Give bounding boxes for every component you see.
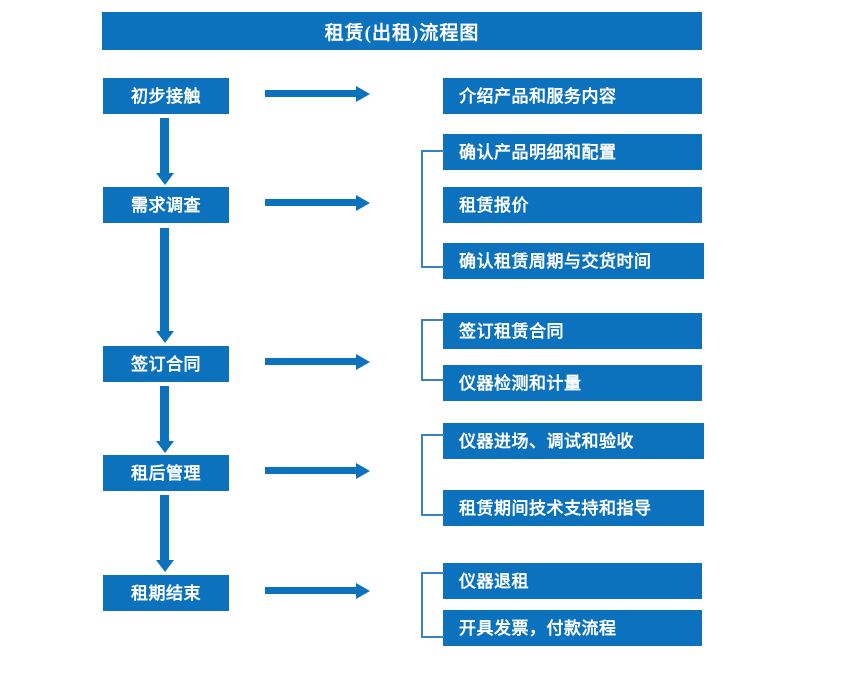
arrow-head-icon <box>155 441 174 453</box>
stage-box-3[interactable]: 签订合同 <box>103 346 229 382</box>
arrow-head-icon <box>356 353 370 370</box>
arrow-head-icon <box>356 85 370 102</box>
arrow-head-icon <box>356 194 370 211</box>
horizontal-arrow-icon-4 <box>265 462 370 479</box>
horizontal-arrow-icon-2 <box>265 194 370 211</box>
vertical-arrow-icon-2 <box>155 228 174 343</box>
arrow-head-icon <box>155 331 174 343</box>
vertical-arrow-icon-4 <box>155 495 174 572</box>
detail-box-2[interactable]: 确认产品明细和配置 <box>443 134 702 170</box>
stage-box-1[interactable]: 初步接触 <box>103 78 229 114</box>
stage-box-2[interactable]: 需求调查 <box>103 187 229 223</box>
stage-box-4[interactable]: 租后管理 <box>103 455 229 491</box>
detail-box-9[interactable]: 仪器退租 <box>443 563 702 599</box>
arrow-head-icon <box>356 462 370 479</box>
horizontal-arrow-icon-3 <box>265 353 370 370</box>
group-bracket-1 <box>421 150 444 268</box>
arrow-head-icon <box>155 560 174 572</box>
horizontal-arrow-icon-5 <box>265 582 370 599</box>
detail-box-5[interactable]: 签订租赁合同 <box>443 313 702 349</box>
detail-box-10[interactable]: 开具发票，付款流程 <box>443 610 702 646</box>
detail-box-7[interactable]: 仪器进场、调试和验收 <box>443 423 704 459</box>
detail-box-3[interactable]: 租赁报价 <box>443 187 702 223</box>
arrow-head-icon <box>155 173 174 185</box>
arrow-head-icon <box>356 582 370 599</box>
detail-box-8[interactable]: 租赁期间技术支持和指导 <box>443 490 704 526</box>
horizontal-arrow-icon-1 <box>265 85 370 102</box>
detail-box-1[interactable]: 介绍产品和服务内容 <box>443 78 702 114</box>
group-bracket-3 <box>421 434 444 516</box>
flowchart-title: 租赁(出租)流程图 <box>102 12 702 50</box>
stage-box-5[interactable]: 租期结束 <box>103 575 229 611</box>
detail-box-6[interactable]: 仪器检测和计量 <box>443 365 702 401</box>
vertical-arrow-icon-1 <box>155 118 174 185</box>
group-bracket-4 <box>421 572 444 638</box>
detail-box-4[interactable]: 确认租赁周期与交货时间 <box>443 243 704 279</box>
group-bracket-2 <box>421 319 444 381</box>
vertical-arrow-icon-3 <box>155 386 174 453</box>
